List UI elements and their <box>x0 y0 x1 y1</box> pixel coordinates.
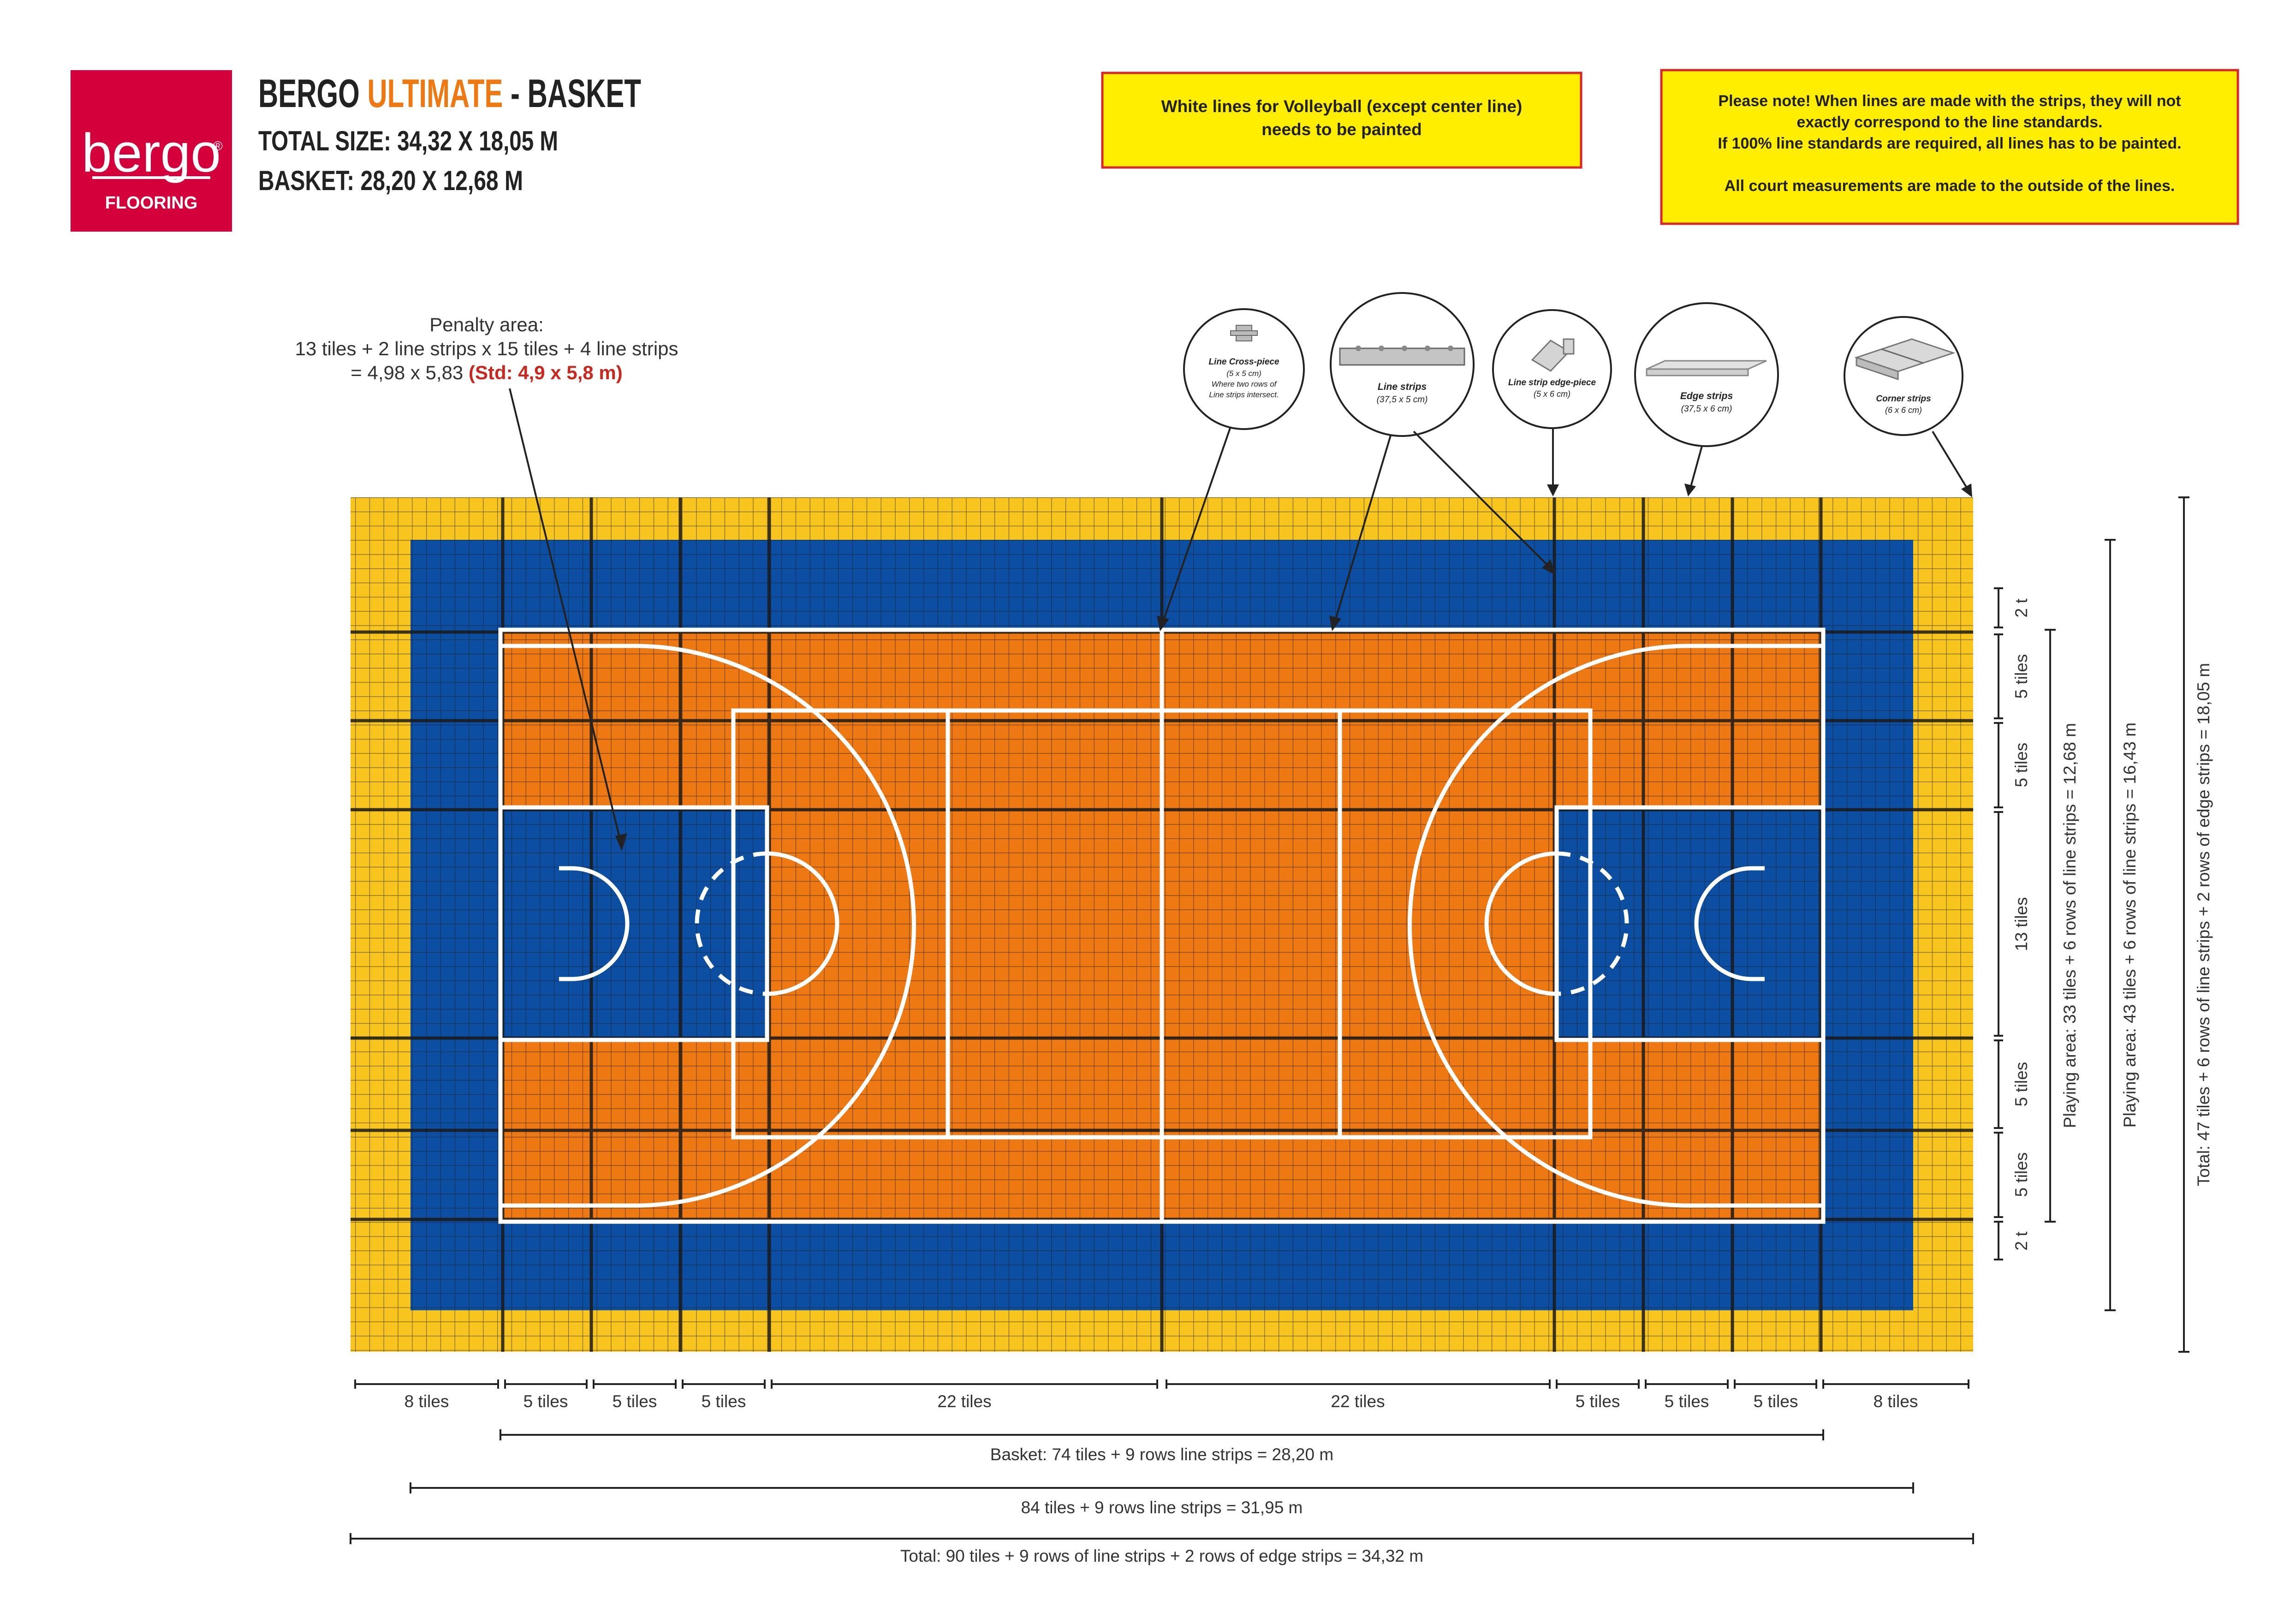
callout-line-strips: Line strips (37,5 x 5 cm) <box>1330 292 1475 437</box>
basket-size-heading: BASKET: 28,20 X 12,68 M <box>258 165 523 196</box>
callout-line-strip-edge-piece: Line strip edge-piece (5 x 6 cm) <box>1492 309 1612 429</box>
bottom-segment-4: 5 tiles <box>702 1392 746 1411</box>
free-throw-circle-left-dashed <box>695 851 767 996</box>
line-strips-sub: (37,5 x 5 cm) <box>1377 395 1428 405</box>
penalty-value: = 4,98 x 5,83 <box>351 362 469 383</box>
court <box>351 497 1973 1352</box>
edge-strips-sub: (37,5 x 6 cm) <box>1681 404 1732 414</box>
penalty-label-2: 13 tiles + 2 line strips x 15 tiles + 4 … <box>295 338 678 359</box>
bottom-segment-ticks <box>354 1379 1969 1389</box>
please-note-line-5: All court measurements are made to the o… <box>1725 177 2175 195</box>
bottom-segment-1: 8 tiles <box>404 1392 449 1411</box>
right-segment-5: 5 tiles <box>2012 1062 2031 1107</box>
please-note-box: Please note! When lines are made with th… <box>1660 69 2239 225</box>
title-prefix: BERGO <box>258 72 367 116</box>
free-throw-circle-right-dashed <box>1556 851 1629 996</box>
line-strips-title: Line strips <box>1378 382 1427 392</box>
callout-corner-strips: Corner strips (6 x 6 cm) <box>1844 316 1963 436</box>
right-segment-6: 5 tiles <box>2012 1152 2031 1197</box>
bottom-segment-8: 5 tiles <box>1665 1392 1709 1411</box>
penalty-standard: (Std: 4,9 x 5,8 m) <box>469 362 623 383</box>
cross-piece-title: Line Cross-piece <box>1208 357 1279 367</box>
edge-piece-sub: (5 x 6 cm) <box>1534 389 1570 399</box>
edge-strip-icon <box>1646 360 1767 376</box>
edge-piece-title: Line strip edge-piece <box>1508 378 1596 388</box>
callout-edge-strips: Edge strips (37,5 x 6 cm) <box>1634 302 1779 447</box>
volleyball-note-line-1: White lines for Volleyball (except cente… <box>1161 97 1523 116</box>
right-basket-dimension-text: Playing area: 33 tiles + 6 rows of line … <box>2060 723 2079 1128</box>
line-strip-edge-piece-icon <box>1531 338 1575 372</box>
bottom-segment-9: 5 tiles <box>1754 1392 1798 1411</box>
volleyball-note-box: White lines for Volleyball (except cente… <box>1101 72 1582 169</box>
volleyball-court-lines <box>731 708 1593 1140</box>
line-cross-piece-icon <box>1230 325 1258 341</box>
bottom-segment-3: 5 tiles <box>613 1392 657 1411</box>
pointer-line-strips-2 <box>1413 430 1554 572</box>
volleyball-note-line-2: needs to be painted <box>1261 120 1422 139</box>
no-charge-arc-right <box>1694 866 1765 981</box>
key-lines-left <box>500 805 769 1042</box>
corner-strips-sub: (6 x 6 cm) <box>1885 406 1922 415</box>
pointer-line-strips <box>1333 435 1392 626</box>
no-charge-arc-left <box>559 866 630 981</box>
page-title: BERGO ULTIMATE - BASKET <box>258 72 641 116</box>
right-segment-ticks <box>1994 587 2003 1260</box>
title-accent: ULTIMATE <box>367 72 503 116</box>
right-playing-dimension-text: Playing area: 43 tiles + 6 rows of line … <box>2120 722 2139 1128</box>
title-suffix: - BASKET <box>503 72 641 116</box>
three-point-line-right <box>1408 644 1823 1208</box>
bottom-segment-10: 8 tiles <box>1874 1392 1918 1411</box>
bergo-logo: bergo ® FLOORING <box>71 70 232 232</box>
total-dimension-text: Total: 90 tiles + 9 rows of line strips … <box>900 1546 1423 1565</box>
three-point-line-left <box>500 644 916 1208</box>
corner-strips-title: Corner strips <box>1876 394 1931 404</box>
right-segment-2: 5 tiles <box>2012 654 2031 699</box>
cross-piece-sub-2: Where two rows of <box>1212 380 1278 388</box>
playing-dimension-text: 84 tiles + 9 rows line strips = 31,95 m <box>1021 1498 1303 1517</box>
right-segment-1: 2 t <box>2012 598 2031 618</box>
basket-dimension-text: Basket: 74 tiles + 9 rows line strips = … <box>990 1445 1333 1464</box>
total-size-heading: TOTAL SIZE: 34,32 X 18,05 M <box>258 125 558 156</box>
callout-pointers <box>509 388 1972 851</box>
please-note-line-2: exactly correspond to the line standards… <box>1796 113 2102 131</box>
penalty-label-1: Penalty area: <box>429 314 544 335</box>
pointer-corner-strips <box>1932 430 1971 495</box>
logo-underline <box>92 176 210 179</box>
right-segment-7: 2 t <box>2012 1231 2031 1251</box>
callout-line-cross-piece: Line Cross-piece (5 x 5 cm) Where two ro… <box>1183 308 1305 430</box>
court-lines <box>498 627 1826 1224</box>
edge-strips-title: Edge strips <box>1680 391 1733 401</box>
free-throw-circle-right-solid <box>1484 851 1557 996</box>
bottom-segment-6: 22 tiles <box>1331 1392 1385 1411</box>
penalty-area-annotation: Penalty area: 13 tiles + 2 line strips x… <box>295 314 678 383</box>
right-segment-4: 13 tiles <box>2012 897 2031 951</box>
bottom-segment-2: 5 tiles <box>523 1392 568 1411</box>
bottom-segment-5: 22 tiles <box>937 1392 991 1411</box>
right-segment-3: 5 tiles <box>2012 743 2031 788</box>
line-strip-icon <box>1339 346 1465 366</box>
right-total-dimension-text: Total: 47 tiles + 6 rows of line strips … <box>2194 663 2213 1186</box>
bottom-segment-7: 5 tiles <box>1576 1392 1620 1411</box>
cross-piece-sub-1: (5 x 5 cm) <box>1226 369 1261 378</box>
please-note-line-3: If 100% line standards are required, all… <box>1718 135 2181 152</box>
logo-sub-text: FLOORING <box>105 193 198 213</box>
component-callouts: Line Cross-piece (5 x 5 cm) Where two ro… <box>1183 292 1963 447</box>
key-lines-right <box>1554 805 1823 1042</box>
logo-background <box>71 70 232 232</box>
logo-brand-text: bergo <box>82 123 221 184</box>
penalty-label-3: = 4,98 x 5,83 (Std: 4,9 x 5,8 m) <box>351 362 622 383</box>
pointer-cross-piece <box>1161 428 1231 626</box>
free-throw-circle-left-solid <box>767 851 839 996</box>
please-note-line-1: Please note! When lines are made with th… <box>1718 92 2181 110</box>
pointer-edge-strips <box>1689 446 1703 492</box>
cross-piece-sub-3: Line strips intersect. <box>1209 390 1279 399</box>
pointer-penalty <box>509 388 623 847</box>
bottom-dimensions: 8 tiles 5 tiles 5 tiles 5 tiles 22 tiles… <box>350 1379 1974 1565</box>
right-dimensions: 2 t 5 tiles 5 tiles 13 tiles 5 tiles 5 t… <box>1994 496 2213 1353</box>
logo-registered-mark: ® <box>213 139 223 153</box>
corner-strip-icon <box>1854 338 1956 381</box>
